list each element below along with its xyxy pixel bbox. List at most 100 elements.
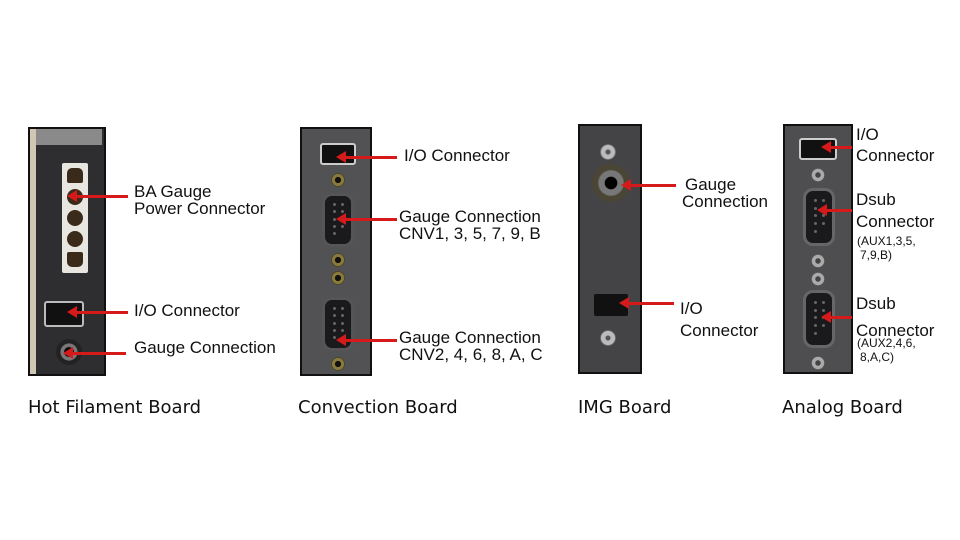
side-strip bbox=[30, 129, 36, 374]
callout-arrow bbox=[63, 347, 126, 359]
standoff-screw bbox=[331, 271, 345, 285]
dsub-aux1-note: (AUX1,3,5, 7,9,B) bbox=[857, 234, 916, 262]
callout-arrow bbox=[336, 334, 397, 346]
panel-bevel bbox=[36, 129, 102, 145]
connector-pin bbox=[821, 324, 825, 328]
label-line: Dsub bbox=[856, 294, 896, 313]
callout-arrow bbox=[619, 297, 674, 309]
hot-filament-board-panel bbox=[28, 127, 106, 376]
connector-pin bbox=[332, 210, 336, 214]
connector-pin bbox=[813, 230, 817, 233]
connector-pin bbox=[340, 210, 344, 214]
connector-pin bbox=[340, 321, 344, 325]
connector-pin bbox=[332, 217, 336, 221]
connector-pin bbox=[813, 222, 817, 226]
connector-pin bbox=[332, 321, 336, 325]
connector-pin bbox=[340, 224, 344, 228]
connector-pin bbox=[332, 314, 336, 318]
connector-pin bbox=[332, 203, 336, 207]
callout-arrow bbox=[621, 179, 676, 191]
label-line: Connector bbox=[856, 212, 935, 231]
label-line: Power Connector bbox=[134, 199, 266, 218]
callout-arrow bbox=[821, 311, 852, 323]
label-line: I/O bbox=[856, 125, 879, 144]
connector-pin bbox=[332, 307, 336, 311]
analog-board-caption: Analog Board bbox=[782, 397, 903, 418]
label-line: Gauge Connection bbox=[134, 338, 276, 357]
label-line: BA Gauge bbox=[134, 182, 212, 201]
ba-gauge-power-connector-label: BA Gauge Power Connector bbox=[134, 183, 265, 217]
connector-pin bbox=[813, 324, 817, 328]
connector-pin bbox=[332, 224, 336, 228]
label-line: I/O bbox=[680, 299, 703, 318]
io-connector-port bbox=[799, 138, 837, 160]
dsub-connector-aux1-label: Dsub Connector bbox=[856, 189, 934, 233]
connector-pin bbox=[340, 314, 344, 318]
callout-arrow bbox=[817, 204, 852, 216]
panel-screw bbox=[600, 144, 616, 160]
label-line: Gauge bbox=[685, 175, 737, 194]
connector-pin bbox=[813, 206, 817, 210]
standoff-screw bbox=[331, 173, 345, 187]
callout-arrow bbox=[336, 151, 397, 163]
connector-pin bbox=[340, 203, 344, 207]
connector-pin bbox=[340, 307, 344, 311]
connector-pin bbox=[813, 308, 817, 312]
label-line: Connector bbox=[856, 321, 935, 340]
note-line: (AUX2,4,6, bbox=[857, 336, 916, 350]
standoff-screw bbox=[811, 254, 825, 268]
standoff-screw bbox=[811, 272, 825, 286]
standoff-screw bbox=[811, 356, 825, 370]
connector-pin bbox=[813, 316, 817, 320]
img-board-caption: IMG Board bbox=[578, 397, 672, 418]
connector-pin bbox=[821, 222, 825, 226]
dsub-connector-aux2-label: Dsub Connector bbox=[856, 290, 934, 344]
connector-pin bbox=[813, 214, 817, 218]
connector-pin bbox=[821, 308, 825, 312]
label-line: Connection bbox=[682, 192, 769, 211]
callout-arrow bbox=[67, 306, 128, 318]
connector-pin bbox=[813, 198, 817, 202]
label-line: Connector bbox=[856, 146, 935, 165]
connector-pin bbox=[813, 332, 817, 335]
connector-pin bbox=[332, 232, 336, 235]
connector-pin bbox=[332, 328, 336, 332]
gauge-connection-label: Gauge Connection bbox=[682, 176, 768, 210]
io-connector-label: I/O Connector bbox=[856, 124, 934, 166]
connector-pin bbox=[821, 300, 825, 304]
label-line: I/O Connector bbox=[404, 146, 510, 165]
standoff-screw bbox=[811, 168, 825, 182]
label-line: Gauge Connection bbox=[399, 328, 541, 347]
label-line: CNV1, 3, 5, 7, 9, B bbox=[399, 224, 541, 243]
convection-board-caption: Convection Board bbox=[298, 397, 458, 418]
gauge-connection-cnv2-label: Gauge Connection CNV2, 4, 6, 8, A, C bbox=[399, 329, 543, 363]
label-line: Connector bbox=[680, 321, 759, 340]
standoff-screw bbox=[331, 357, 345, 371]
connector-pin bbox=[340, 328, 344, 332]
note-line: (AUX1,3,5, bbox=[857, 234, 916, 248]
connector-pin bbox=[813, 300, 817, 304]
gauge-connection-label: Gauge Connection bbox=[134, 339, 276, 356]
callout-arrow bbox=[336, 213, 397, 225]
io-connector-label: I/O Connector bbox=[404, 147, 510, 164]
ba-power-connector bbox=[62, 163, 88, 273]
label-line: I/O Connector bbox=[134, 301, 240, 320]
dsub-connector-aux1 bbox=[803, 188, 835, 246]
io-connector-port bbox=[44, 301, 84, 327]
connector-pin bbox=[821, 198, 825, 202]
label-line: Dsub bbox=[856, 190, 896, 209]
callout-arrow bbox=[821, 141, 852, 153]
io-connector-label: I/O Connector bbox=[134, 302, 240, 319]
img-board-panel bbox=[578, 124, 642, 374]
gauge-connection-cnv1-label: Gauge Connection CNV1, 3, 5, 7, 9, B bbox=[399, 208, 541, 242]
label-line: CNV2, 4, 6, 8, A, C bbox=[399, 345, 543, 364]
panel-screw bbox=[600, 330, 616, 346]
standoff-screw bbox=[331, 253, 345, 267]
io-connector-label: I/O Connector bbox=[680, 298, 758, 342]
analog-board-panel bbox=[783, 124, 853, 374]
label-line: Gauge Connection bbox=[399, 207, 541, 226]
note-line: 8,A,C) bbox=[860, 350, 895, 364]
note-line: 7,9,B) bbox=[860, 248, 893, 262]
hot-filament-board-caption: Hot Filament Board bbox=[28, 397, 202, 418]
connector-pin bbox=[332, 336, 336, 339]
